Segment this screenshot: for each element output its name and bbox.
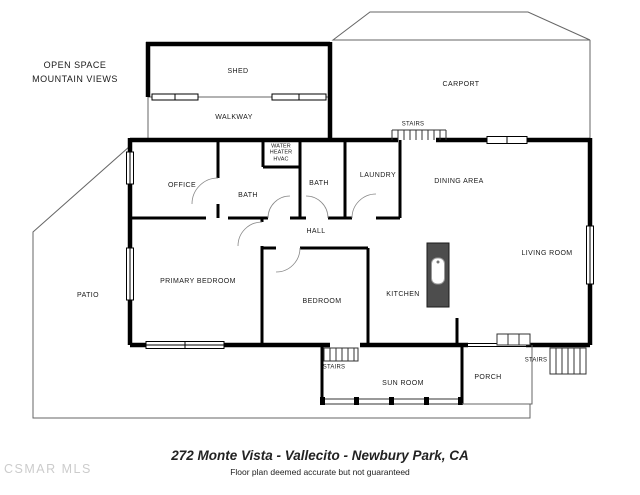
- disclaimer-text: Floor plan deemed accurate but not guara…: [230, 467, 410, 477]
- room-label-carport: CARPORT: [442, 81, 480, 89]
- porch-outline: [462, 345, 533, 405]
- room-label-primary-bedroom: PRIMARY BEDROOM: [160, 278, 236, 286]
- sun-room-walls: [320, 345, 464, 405]
- room-label-sunroom-stairs: STAIRS: [322, 364, 346, 371]
- room-label-porch: PORCH: [474, 374, 502, 382]
- sunroom-stairs-symbol: [323, 347, 359, 362]
- water-heater-line2: HEATER: [269, 149, 293, 156]
- carport-stairs-symbol: [391, 129, 447, 140]
- kitchen-island: [426, 242, 450, 308]
- exterior-walls: [127, 41, 593, 348]
- interior-walls: [130, 140, 459, 345]
- room-label-bath-2: BATH: [309, 180, 329, 188]
- room-label-kitchen: KITCHEN: [386, 291, 420, 299]
- open-space-annotation: OPEN SPACE MOUNTAIN VIEWS: [32, 58, 118, 86]
- windows: [126, 93, 594, 349]
- room-label-bedroom: BEDROOM: [302, 298, 342, 306]
- room-label-dining-area: DINING AREA: [434, 178, 484, 186]
- room-label-office: OFFICE: [167, 182, 197, 190]
- room-label-shed: SHED: [227, 68, 249, 76]
- room-label-bath-1: BATH: [238, 192, 258, 200]
- water-heater-line1: WATER: [271, 143, 291, 150]
- room-label-living-room: LIVING ROOM: [521, 250, 573, 258]
- open-space-line2: MOUNTAIN VIEWS: [32, 74, 118, 84]
- window-mullions: [129, 94, 591, 349]
- room-label-laundry: LAUNDRY: [359, 172, 397, 180]
- fireplace: [496, 333, 531, 346]
- water-heater-line3: HVAC: [273, 156, 289, 163]
- room-label-hall: HALL: [306, 228, 326, 236]
- door-arcs: [191, 177, 377, 273]
- room-label-water-heater: WATER HEATER HVAC: [270, 144, 293, 163]
- porch-stairs-symbol: [549, 347, 587, 375]
- open-space-line1: OPEN SPACE: [43, 60, 107, 70]
- room-label-porch-stairs: STAIRS: [524, 357, 548, 364]
- room-label-walkway: WALKWAY: [215, 114, 253, 122]
- watermark-logo: CSMAR MLS: [4, 462, 92, 476]
- room-label-carport-stairs: STAIRS: [401, 121, 425, 128]
- property-address-title: 272 Monte Vista - Vallecito - Newbury Pa…: [171, 448, 469, 463]
- room-label-sun-room: SUN ROOM: [382, 380, 424, 388]
- room-label-patio: PATIO: [77, 292, 99, 300]
